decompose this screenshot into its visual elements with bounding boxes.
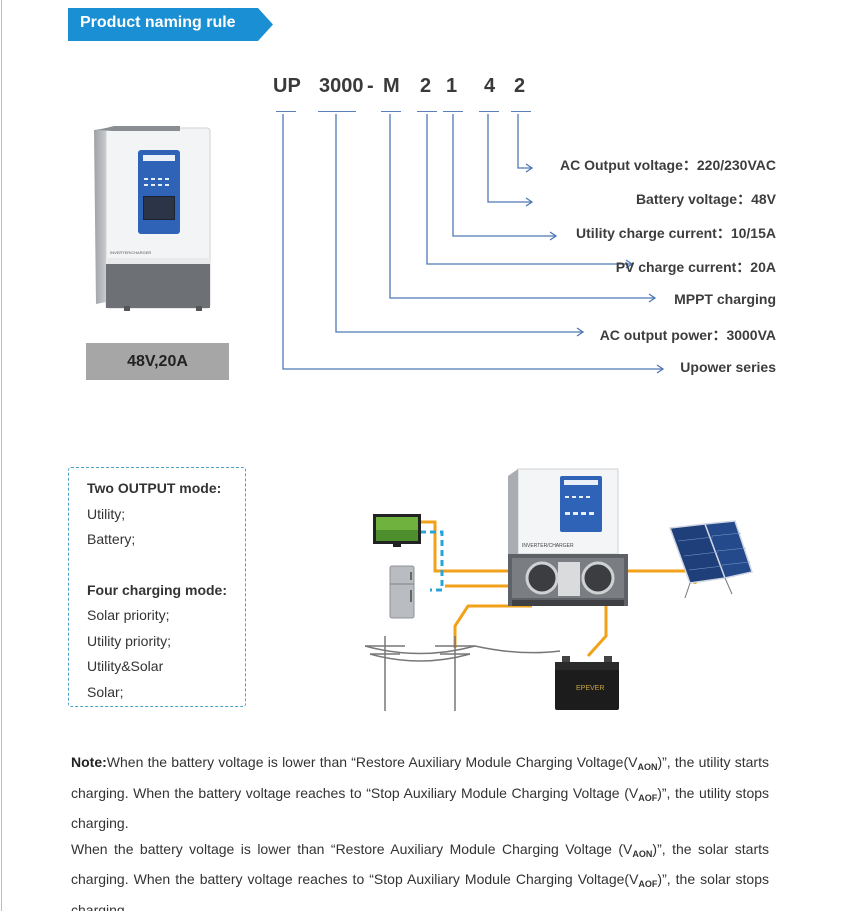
fridge-icon	[389, 565, 415, 619]
code-underline	[318, 111, 356, 112]
wire-signal	[420, 530, 444, 592]
charging-mode-item: Utility priority;	[87, 632, 172, 649]
note-utility: Note:When the battery voltage is lower t…	[71, 754, 770, 831]
connector-line	[517, 114, 532, 169]
label-mppt-charging: MPPT charging	[674, 291, 776, 307]
code-series: UP	[273, 75, 301, 97]
code-pv-current: 2	[420, 75, 432, 97]
arrow-head	[525, 197, 534, 207]
wire-battery	[586, 606, 608, 658]
output-mode-item: Utility;	[87, 505, 126, 522]
modes-box: Two OUTPUT mode: Utility; Battery; Four …	[68, 467, 246, 707]
wire-grid	[453, 604, 532, 648]
arrow-head	[656, 364, 665, 374]
code-underline	[276, 111, 296, 112]
label-ac-output-power: AC output power：3000VA	[599, 327, 776, 343]
code-dash: -	[367, 75, 374, 97]
section-title: Product naming rule	[80, 14, 236, 31]
code-underline	[443, 111, 463, 112]
wire-load	[420, 520, 510, 573]
section-header: Product naming rule	[68, 8, 273, 41]
note-paragraph: Note: When the battery voltage is lower t…	[71, 750, 769, 911]
label-battery-voltage: Battery voltage：48V	[635, 191, 776, 207]
connector-line	[487, 114, 532, 203]
naming-connectors	[282, 114, 665, 374]
note-label: Note:	[71, 754, 107, 770]
header-tab-shape	[68, 8, 273, 41]
output-mode-item: Battery;	[87, 531, 136, 547]
inverter-panel-text: INVERTER/CHARGER	[522, 543, 574, 549]
battery-icon: EPEVER	[555, 656, 619, 710]
connector-line	[426, 114, 632, 265]
tv-icon	[373, 514, 421, 547]
arrow-head	[576, 327, 585, 337]
label-pv-charge-current: PV charge current：20A	[615, 259, 776, 275]
page-left-border	[1, 0, 2, 911]
charging-mode-item: Solar priority;	[87, 607, 170, 623]
label-ac-output-voltage: AC Output voltage：220/230VAC	[559, 157, 776, 173]
charging-mode-title: Four charging mode:	[87, 581, 227, 598]
solar-panel-icon	[668, 520, 753, 599]
charging-mode-item: Utility&Solar	[87, 658, 164, 674]
arrow-head	[648, 293, 657, 303]
label-utility-charge-current: Utility charge current：10/15A	[576, 225, 776, 241]
code-power: 3000	[319, 75, 364, 97]
wire-solar	[620, 569, 697, 584]
inverter-icon: INVERTER/CHARGER	[508, 468, 628, 606]
system-diagram: INVERTER/CHARGER EPEVER	[360, 466, 760, 721]
code-underline	[479, 111, 499, 112]
connector-line	[389, 114, 655, 299]
code-underline	[417, 111, 437, 112]
code-utility-current: 1	[446, 75, 458, 97]
connector-line	[282, 114, 663, 370]
connector-line	[452, 114, 556, 237]
code-mppt: M	[383, 75, 400, 97]
charging-mode-item: Solar;	[87, 683, 124, 700]
arrow-head	[525, 163, 534, 173]
arrow-head	[625, 259, 634, 269]
connector-line	[335, 114, 583, 333]
arrow-head	[549, 231, 558, 241]
note-solar: When the battery voltage is lower than “…	[71, 840, 769, 911]
code-ac-voltage: 2	[514, 75, 526, 97]
code-underline	[511, 111, 531, 112]
label-upower-series: Upower series	[680, 359, 776, 375]
product-image: INVERTER/CHARGER	[84, 122, 214, 317]
code-underline	[381, 111, 401, 112]
output-mode-title: Two OUTPUT mode:	[87, 480, 222, 496]
product-panel-text: INVERTER/CHARGER	[110, 250, 151, 255]
product-caption: 48V,20A	[86, 343, 229, 380]
code-battery-voltage: 4	[484, 75, 496, 97]
battery-brand: EPEVER	[576, 685, 604, 692]
power-pole-icon	[364, 636, 561, 711]
